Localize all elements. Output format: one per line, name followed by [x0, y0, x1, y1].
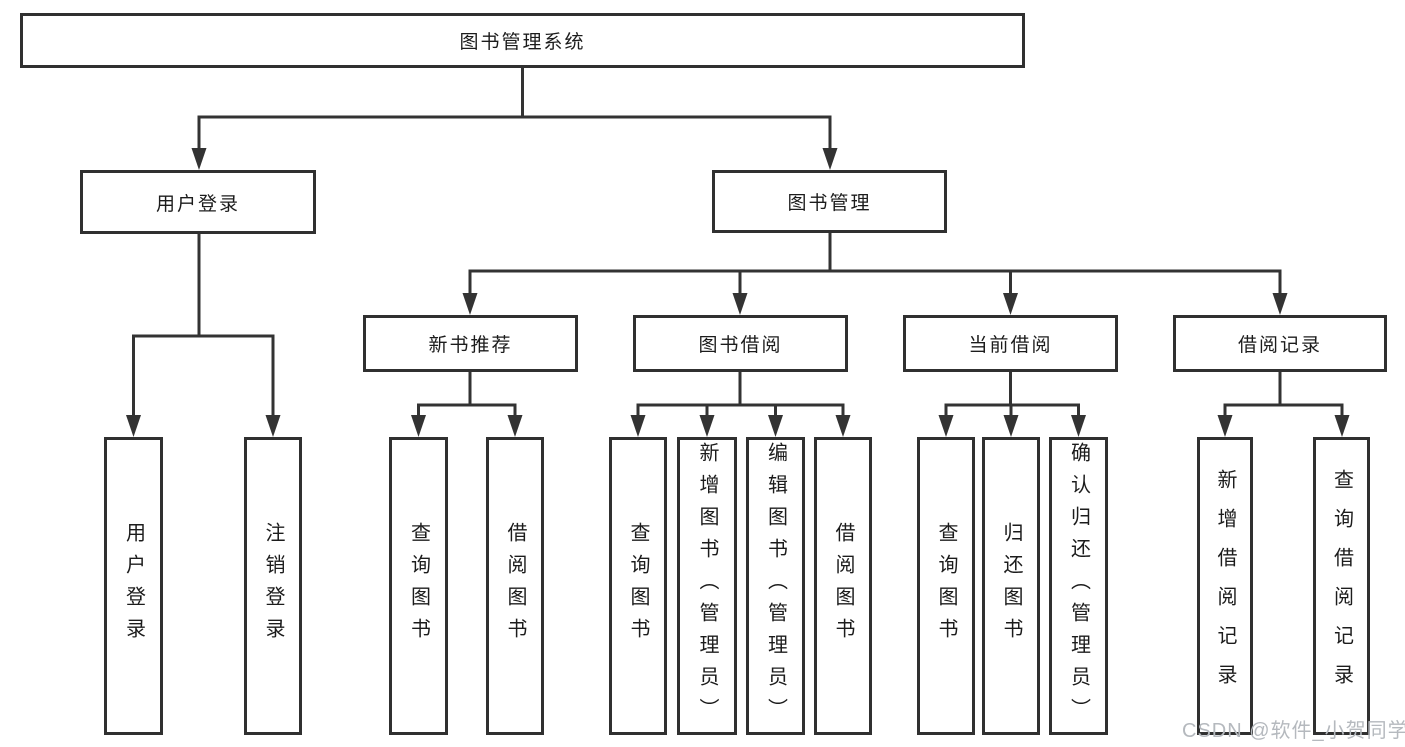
node-book-borrowing: 图书借阅	[633, 315, 848, 372]
leaf-add-borrow-record: 新增借阅记录	[1197, 437, 1253, 735]
node-book-management: 图书管理	[712, 170, 947, 233]
leaf-query-books-2-label: 查询图书	[627, 522, 649, 650]
node-borrowing-records-label: 借阅记录	[1237, 335, 1322, 356]
leaf-add-book-admin-label: 新增图书（管理员）	[696, 442, 718, 730]
node-book-management-label: 图书管理	[787, 193, 872, 214]
leaf-query-books-3: 查询图书	[917, 437, 975, 735]
node-new-book-recommend-label: 新书推荐	[428, 335, 513, 356]
leaf-confirm-return-admin-label: 确认归还（管理员）	[1067, 442, 1090, 730]
node-current-borrowing: 当前借阅	[903, 315, 1118, 372]
leaf-return-books: 归还图书	[982, 437, 1040, 735]
connector-paths	[132, 66, 1344, 421]
leaf-query-books-1-label: 查询图书	[407, 522, 430, 650]
node-user-login-label: 用户登录	[155, 193, 240, 215]
leaf-borrow-books-1: 借阅图书	[486, 437, 544, 735]
leaf-confirm-return-admin: 确认归还（管理员）	[1049, 437, 1108, 735]
node-current-borrowing-label: 当前借阅	[968, 335, 1053, 356]
watermark: CSDN @软件_小贺同学	[1182, 720, 1405, 742]
leaf-borrow-books-2: 借阅图书	[814, 437, 872, 735]
leaf-query-books-3-label: 查询图书	[935, 522, 957, 650]
node-book-borrowing-label: 图书借阅	[698, 335, 783, 356]
leaf-query-books-1: 查询图书	[389, 437, 448, 735]
node-root-label: 图书管理系统	[459, 32, 586, 53]
leaf-borrow-books-1-label: 借阅图书	[504, 522, 526, 650]
leaf-add-book-admin: 新增图书（管理员）	[677, 437, 737, 735]
leaf-query-borrow-record: 查询借阅记录	[1313, 437, 1370, 735]
leaf-add-borrow-record-label: 新增借阅记录	[1214, 469, 1236, 703]
node-new-book-recommend: 新书推荐	[363, 315, 578, 372]
leaf-query-borrow-record-label: 查询借阅记录	[1330, 469, 1353, 703]
leaf-user-login: 用户登录	[104, 437, 163, 735]
arrowheads	[126, 148, 1350, 437]
leaf-edit-book-admin: 编辑图书（管理员）	[746, 437, 805, 735]
leaf-borrow-books-2-label: 借阅图书	[832, 522, 854, 650]
leaf-query-books-2: 查询图书	[609, 437, 667, 735]
leaf-logout-label: 注销登录	[262, 522, 284, 650]
leaf-return-books-label: 归还图书	[1000, 522, 1022, 650]
node-user-login: 用户登录	[80, 170, 316, 234]
leaf-edit-book-admin-label: 编辑图书（管理员）	[764, 442, 787, 730]
leaf-user-login-label: 用户登录	[122, 522, 145, 650]
node-borrowing-records: 借阅记录	[1173, 315, 1387, 372]
leaf-logout: 注销登录	[244, 437, 302, 735]
node-root: 图书管理系统	[20, 13, 1025, 68]
